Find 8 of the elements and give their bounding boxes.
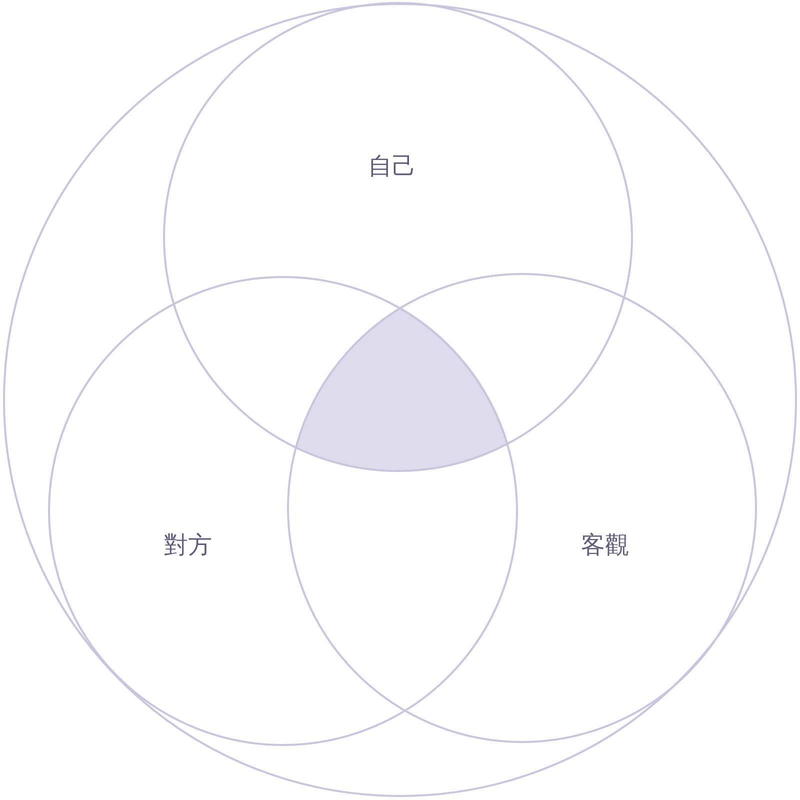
venn-label: 對方 <box>164 530 212 561</box>
intersection-region <box>294 307 508 472</box>
venn-label: 客觀 <box>581 530 629 561</box>
venn-label: 自己 <box>368 151 416 182</box>
venn-circle <box>287 273 757 743</box>
venn-circle <box>48 276 518 746</box>
venn-circle <box>163 2 633 472</box>
outer-circle <box>3 3 797 797</box>
